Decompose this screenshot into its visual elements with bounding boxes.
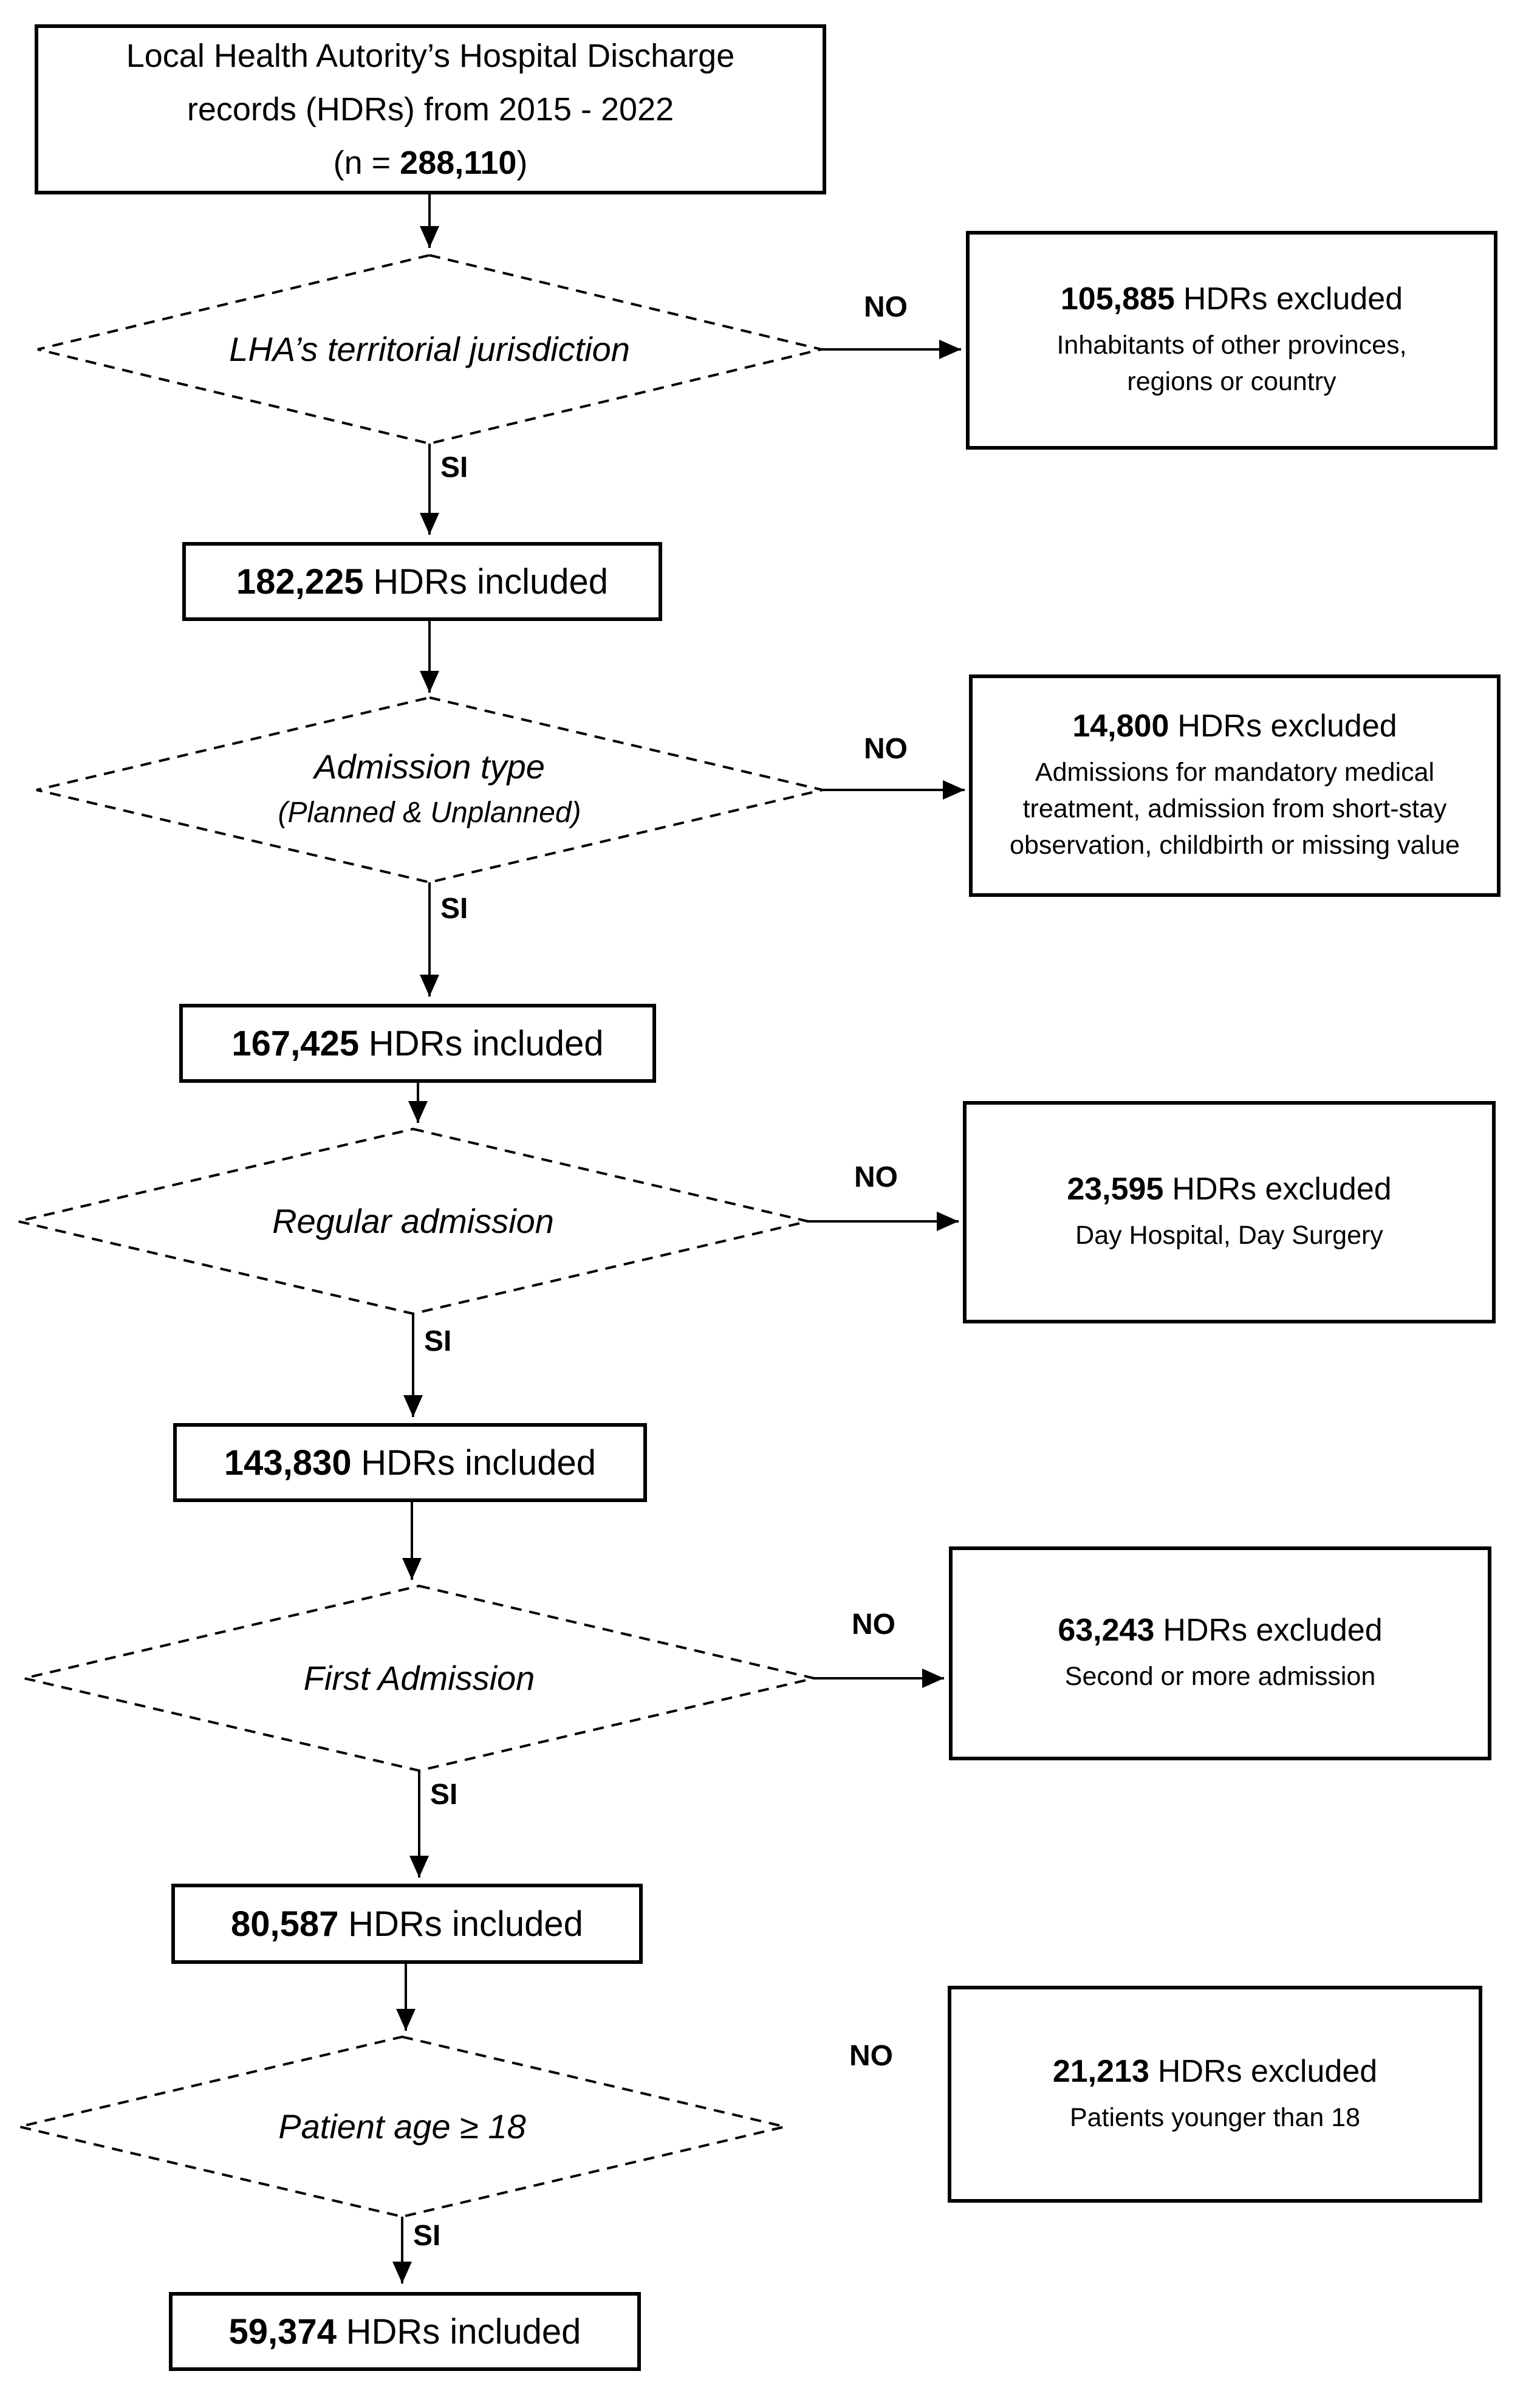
no-label-4: NO: [852, 1608, 895, 1641]
si-label-2: SI: [440, 893, 468, 925]
si-label-5: SI: [413, 2220, 441, 2252]
decision-label-4: First Admission: [303, 1659, 535, 1697]
source-n-line: (n = 288,110): [333, 145, 528, 181]
no-label-5: NO: [849, 2040, 893, 2072]
decision-label-1: LHA’s territorial jurisdiction: [229, 330, 630, 368]
excluded-reason-4: Second or more admission: [1064, 1662, 1376, 1691]
decision-diamond-1-shape: [37, 253, 822, 445]
source-line-2: records (HDRs) from 2015 - 2022: [187, 91, 674, 128]
excluded-reason-3: Day Hospital, Day Surgery: [1075, 1221, 1383, 1250]
decision-diamond-2-shape: [36, 696, 823, 884]
si-label-3: SI: [424, 1325, 452, 1357]
si-label-1: SI: [440, 451, 468, 484]
source-box: Local Health Autority’s Hospital Dischar…: [35, 24, 826, 194]
decision-label-3: Regular admission: [272, 1202, 554, 1240]
no-label-3: NO: [854, 1161, 898, 1193]
decision-label-2-line1: Admission type: [314, 747, 545, 786]
excluded-reason-2: Admissions for mandatory medical treatme…: [1010, 758, 1460, 860]
no-label-1: NO: [864, 291, 908, 323]
si-label-4: SI: [430, 1779, 458, 1811]
no-label-2: NO: [864, 733, 908, 765]
decision-label-5: Patient age ≥ 18: [278, 2107, 526, 2146]
excluded-reason-5: Patients younger than 18: [1069, 2102, 1361, 2132]
decision-label-2: Admission type (Planned & Unplanned): [278, 744, 581, 836]
source-line-1: Local Health Autority’s Hospital Dischar…: [126, 38, 735, 74]
excluded-reason-1: Inhabitants of other provinces, regions …: [1056, 331, 1407, 396]
decision-label-2-note: (Planned & Unplanned): [278, 797, 581, 829]
